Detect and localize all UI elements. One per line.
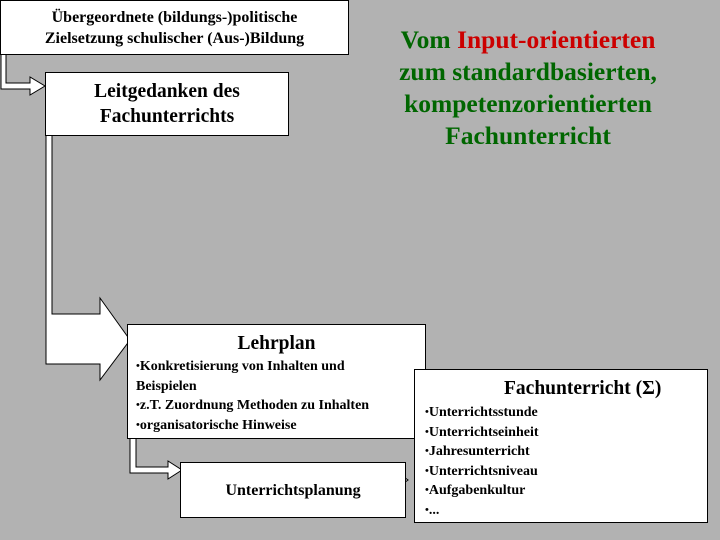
planung-label: Unterrichtsplanung <box>225 482 361 499</box>
list-item: Unterrichtsstunde <box>425 403 707 423</box>
list-item: Konkretisierung von Inhalten und Beispie… <box>136 357 386 396</box>
list-item: Unterrichtseinheit <box>425 423 707 443</box>
box2-line2: Fachunterrichts <box>99 106 235 127</box>
box-leitgedanken: Leitgedanken des Fachunterrichts <box>45 72 289 136</box>
list-item: organisatorische Hinweise <box>136 416 425 436</box>
list-item: z.T. Zuordnung Methoden zu Inhalten <box>136 396 425 416</box>
box-fachunterricht: Fachunterricht (Σ) Unterrichtsstunde Unt… <box>414 369 708 523</box>
box-policy-goals: Übergeordnete (bildungs-)politische Ziel… <box>0 0 349 55</box>
box-unterrichtsplanung: Unterrichtsplanung <box>180 462 406 518</box>
list-item: Unterrichtsniveau <box>425 462 707 482</box>
arrow-lehrplan-to-planung <box>129 437 183 480</box>
lehrplan-heading: Lehrplan <box>237 333 316 354</box>
arrow-box2-to-lehrplan <box>45 134 131 382</box>
box-lehrplan: Lehrplan Konkretisierung von Inhalten un… <box>127 324 426 439</box>
box1-line2: Zielsetzung schulischer (Aus-)Bildung <box>44 30 305 47</box>
arrow-box1-to-box2 <box>0 53 46 96</box>
list-item: Jahresunterricht <box>425 442 707 462</box>
fach-list: Unterrichtsstunde Unterrichtseinheit Jah… <box>425 403 707 520</box>
box1-line1: Übergeordnete (bildungs-)politische <box>51 9 298 26</box>
title-rest: zum standardbasierten, kompetenzorientie… <box>399 57 657 150</box>
title-highlight: Input-orientierten <box>457 25 656 54</box>
fach-heading: Fachunterricht (Σ) <box>504 378 662 399</box>
list-item: Aufgabenkultur <box>425 481 707 501</box>
box2-line1: Leitgedanken des <box>94 81 240 102</box>
list-item: ... <box>425 501 707 521</box>
slide-title: Vom Input-orientierten zum standardbasier… <box>360 24 696 152</box>
lehrplan-list: Konkretisierung von Inhalten und Beispie… <box>136 357 425 435</box>
title-part: Vom <box>400 25 458 54</box>
